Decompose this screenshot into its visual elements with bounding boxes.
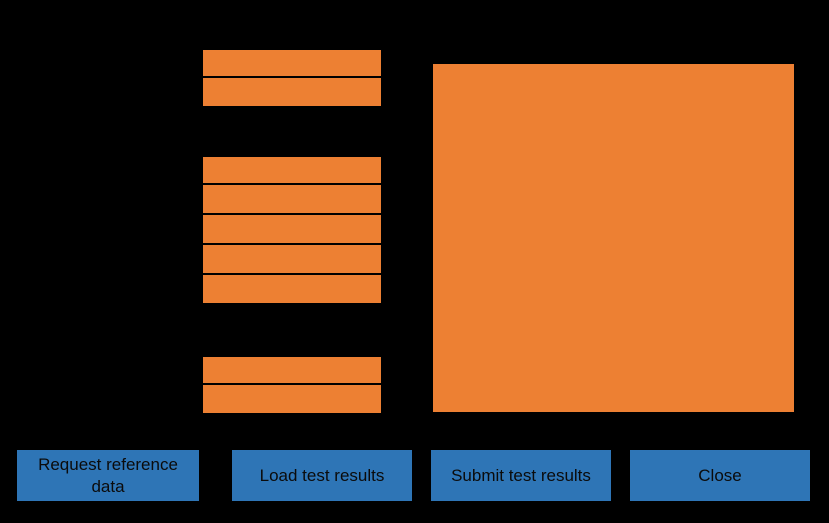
list-row[interactable] xyxy=(201,48,383,78)
list-row[interactable] xyxy=(201,245,383,275)
load-test-results-button[interactable]: Load test results xyxy=(232,450,412,501)
list-row[interactable] xyxy=(201,78,383,108)
lower-list xyxy=(201,355,383,415)
list-row[interactable] xyxy=(201,385,383,415)
list-row[interactable] xyxy=(201,355,383,385)
request-reference-data-button[interactable]: Request reference data xyxy=(17,450,199,501)
list-row[interactable] xyxy=(201,275,383,305)
close-button[interactable]: Close xyxy=(630,450,810,501)
results-display-panel[interactable] xyxy=(431,62,796,414)
submit-test-results-button[interactable]: Submit test results xyxy=(431,450,611,501)
upper-list xyxy=(201,48,383,108)
list-row[interactable] xyxy=(201,215,383,245)
middle-list xyxy=(201,155,383,305)
list-row[interactable] xyxy=(201,155,383,185)
list-row[interactable] xyxy=(201,185,383,215)
